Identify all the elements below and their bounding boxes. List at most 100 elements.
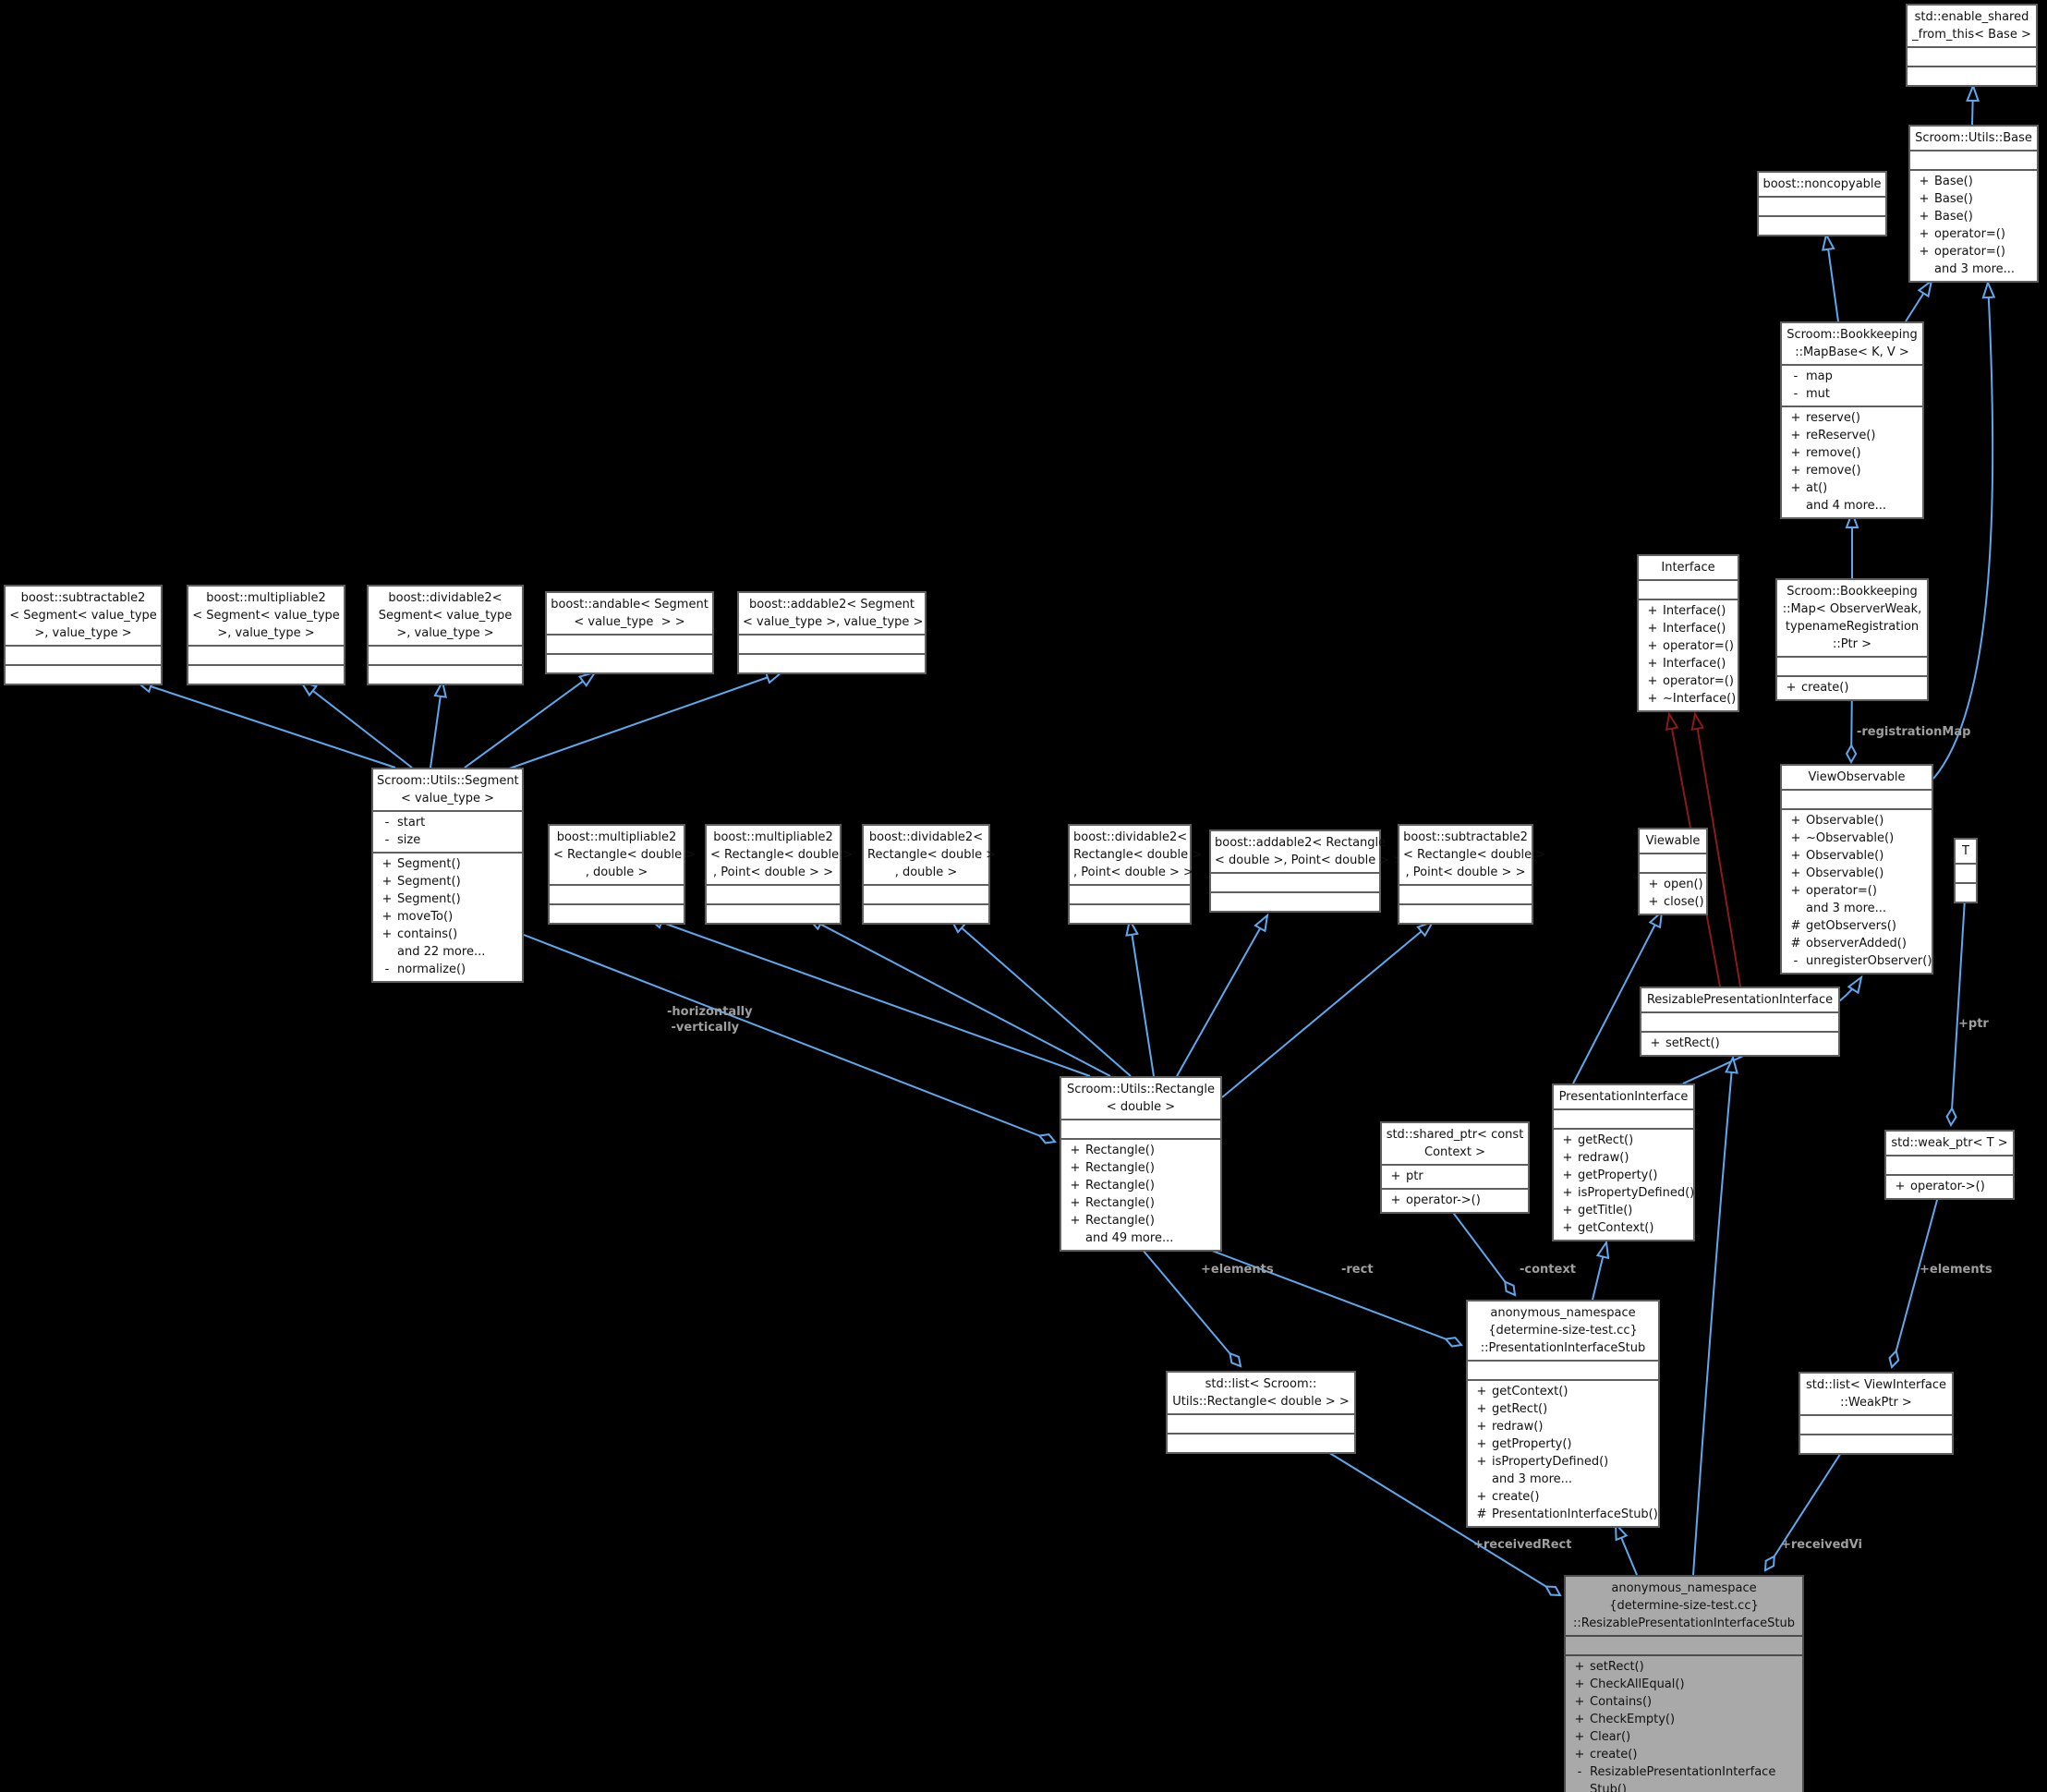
- member-name: and 3 more...: [1806, 902, 1887, 915]
- class-boost-noncopyable[interactable]: boost::noncopyable: [1757, 171, 1887, 236]
- class-scroom-utils-base[interactable]: Scroom::Utils::Base+Base()+Base()+Base()…: [1908, 125, 2039, 283]
- member-name: mut: [1806, 387, 1830, 401]
- class-boost-andable-segment[interactable]: boost::andable< Segment < value_type > >: [545, 591, 714, 674]
- member-name: redraw(): [1578, 1151, 1629, 1165]
- class-methods: [547, 653, 712, 672]
- edge-base-to-enable-shared: [1966, 83, 1980, 126]
- class-member: +setRect(): [1645, 1035, 1835, 1052]
- class-interface[interactable]: Interface+Interface()+Interface()+operat…: [1637, 554, 1739, 712]
- class-resizable-presentation-interface[interactable]: ResizablePresentationInterface+setRect(): [1640, 987, 1840, 1057]
- class-scroom-utils-segment[interactable]: Scroom::Utils::Segment < value_type >-st…: [371, 768, 524, 983]
- class-title: boost::dividable2< Rectangle< double > ,…: [867, 830, 997, 879]
- member-visibility: +: [1790, 849, 1801, 863]
- class-boost-addable2-segment[interactable]: boost::addable2< Segment < value_type >,…: [737, 591, 927, 674]
- class-member: +Rectangle(): [1065, 1212, 1217, 1229]
- class-scroom-bookkeeping-map[interactable]: Scroom::Bookkeeping ::Map< ObserverWeak,…: [1775, 578, 1929, 701]
- class-list-rectangle[interactable]: std::list< Scroom:: Utils::Rectangle< do…: [1166, 1371, 1356, 1454]
- class-attributes: [6, 645, 161, 664]
- member-name: Rectangle(): [1085, 1144, 1155, 1157]
- label-elements-left: +elements: [1201, 1263, 1274, 1277]
- class-boost-dividable2-rect-double[interactable]: boost::dividable2< Rectangle< double > ,…: [862, 824, 997, 925]
- member-name: isPropertyDefined(): [1578, 1186, 1695, 1200]
- class-title: std::enable_shared _from_this< Base >: [1912, 10, 2031, 42]
- class-methods: +open()+close(): [1640, 872, 1706, 914]
- class-boost-subtractable2-rectangle[interactable]: boost::subtractable2 < Rectangle< double…: [1398, 824, 1545, 925]
- class-boost-addable2-rectangle[interactable]: boost::addable2< Rectangle < double >, P…: [1209, 829, 1403, 913]
- class-scroom-bookkeeping-mapbase[interactable]: Scroom::Bookkeeping ::MapBase< K, V >-ma…: [1780, 321, 1924, 519]
- member-name: Observable(): [1806, 849, 1884, 863]
- class-boost-dividable2-rect-point[interactable]: boost::dividable2< Rectangle< double > ,…: [1068, 824, 1202, 925]
- class-presentation-interface[interactable]: PresentationInterface+getRect()+redraw()…: [1552, 1084, 1695, 1241]
- edge-segment-to-addable2: [498, 671, 784, 773]
- class-member: +operator->(): [1386, 1192, 1525, 1209]
- member-visibility: +: [1919, 245, 1930, 259]
- class-scroom-utils-rectangle[interactable]: Scroom::Utils::Rectangle < double >+Rect…: [1060, 1076, 1222, 1252]
- member-visibility: +: [1476, 1437, 1487, 1451]
- member-name: operator=(): [1663, 639, 1734, 653]
- class-methods: +setRect()+CheckAllEqual()+Contains()+Ch…: [1566, 1654, 1802, 1792]
- class-boost-multipliable2-segment[interactable]: boost::multipliable2 < Segment< value_ty…: [187, 585, 345, 685]
- member-visibility: +: [1790, 446, 1801, 460]
- class-title: Scroom::Utils::Rectangle < double >: [1067, 1083, 1215, 1114]
- member-name: operator=(): [1663, 674, 1734, 688]
- edge-segment-to-multipliable2: [298, 680, 413, 769]
- label-receivedvi: +receivedVi: [1781, 1538, 1862, 1552]
- member-name: and 4 more...: [1806, 499, 1887, 513]
- member-visibility: +: [1476, 1402, 1487, 1416]
- class-member: +~Interface(): [1642, 690, 1737, 708]
- class-member: #getObservers(): [1786, 917, 1929, 935]
- member-visibility: +: [1562, 1186, 1573, 1200]
- edge-resizable-stub-to-presentation-stub: [1614, 1521, 1638, 1576]
- class-member: +open(): [1643, 876, 1703, 893]
- class-attributes: [739, 634, 925, 653]
- class-member: +getRect(): [1472, 1400, 1655, 1418]
- member-name: Observable(): [1806, 866, 1884, 880]
- member-visibility: -: [1577, 1765, 1582, 1779]
- member-visibility: +: [1790, 481, 1801, 495]
- class-shared-ptr-const-context[interactable]: std::shared_ptr< const Context >+ptr+ope…: [1380, 1121, 1530, 1214]
- member-name: contains(): [397, 927, 458, 941]
- member-visibility: +: [1919, 227, 1930, 241]
- member-name: create(): [1492, 1490, 1540, 1504]
- class-attributes: [1070, 884, 1190, 903]
- class-boost-dividable2-segment[interactable]: boost::dividable2< Segment< value_type >…: [367, 585, 524, 685]
- class-resizable-presentation-interface-stub[interactable]: anonymous_namespace {determine-size-test…: [1564, 1575, 1804, 1792]
- class-member: + Observable(): [1786, 865, 1929, 882]
- member-name: create(): [1801, 681, 1849, 695]
- class-member: +getContext(): [1472, 1383, 1655, 1400]
- class-boost-multipliable2-rect-double[interactable]: boost::multipliable2 < Rectangle< double…: [548, 824, 696, 925]
- class-attributes: [1956, 863, 1976, 882]
- member-visibility: +: [1895, 1180, 1906, 1193]
- member-visibility: +: [1390, 1193, 1401, 1207]
- member-name: Base(): [1934, 175, 1973, 188]
- class-attributes: [1399, 884, 1532, 903]
- class-methods: [1211, 891, 1379, 911]
- class-title: boost::addable2< Segment < value_type >,…: [743, 598, 924, 629]
- member-name: Segment(): [397, 892, 461, 906]
- member-visibility: +: [1648, 878, 1659, 891]
- member-visibility: +: [1647, 674, 1658, 688]
- class-list-viewinterface-weakptr[interactable]: std::list< ViewInterface ::WeakPtr >: [1799, 1372, 1954, 1455]
- member-name: Contains(): [1590, 1695, 1653, 1709]
- member-name: ~Interface(): [1663, 692, 1737, 706]
- class-weak-ptr[interactable]: std::weak_ptr< T >+operator->(): [1884, 1130, 2015, 1200]
- class-boost-multipliable2-rect-point[interactable]: boost::multipliable2 < Rectangle< double…: [705, 824, 854, 925]
- class-member: -start: [377, 814, 519, 831]
- class-enable-shared-from-this[interactable]: std::enable_shared _from_this< Base >: [1906, 4, 2038, 87]
- class-attributes: [1640, 853, 1706, 872]
- class-t[interactable]: T: [1954, 838, 1978, 903]
- class-boost-subtractable2-segment[interactable]: boost::subtractable2 < Segment< value_ty…: [4, 585, 163, 685]
- class-member: +getRect(): [1557, 1132, 1690, 1149]
- class-member: +isPropertyDefined(): [1472, 1453, 1655, 1471]
- class-viewobservable[interactable]: ViewObservable+Observable()+~Observable(…: [1780, 764, 1933, 975]
- class-viewable[interactable]: Viewable+open()+close(): [1638, 828, 1708, 915]
- member-visibility: +: [1790, 866, 1801, 880]
- class-title: boost::addable2< Rectangle < double >, P…: [1215, 836, 1403, 867]
- member-name: setRect(): [1665, 1036, 1720, 1050]
- class-attributes: [1211, 872, 1379, 891]
- class-title: boost::multipliable2 < Rectangle< double…: [710, 830, 854, 879]
- class-presentation-interface-stub[interactable]: anonymous_namespace {determine-size-test…: [1466, 1300, 1660, 1528]
- member-visibility: +: [1919, 192, 1930, 206]
- edge-mapbase-to-noncopyable: [1821, 232, 1839, 322]
